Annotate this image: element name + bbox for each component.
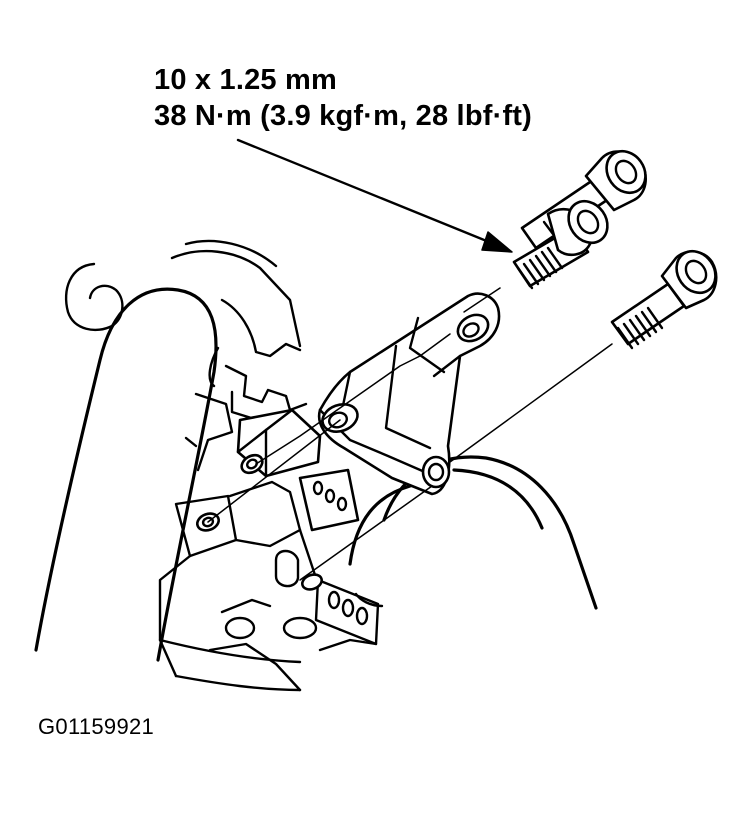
alignment-guide-lines xyxy=(207,287,613,581)
engine-mount-bracket xyxy=(317,292,501,496)
bolt-size-label: 10 x 1.25 mm xyxy=(154,64,337,96)
torque-spec-label: 38 N·m (3.9 kgf·m, 28 lbf·ft) xyxy=(154,100,533,132)
callout-leader-arrow xyxy=(236,138,513,253)
bolt-2 xyxy=(512,199,609,290)
figure-id-label: G01159921 xyxy=(38,714,155,739)
bolt-3 xyxy=(610,249,718,350)
engine-block-outline xyxy=(34,239,598,692)
